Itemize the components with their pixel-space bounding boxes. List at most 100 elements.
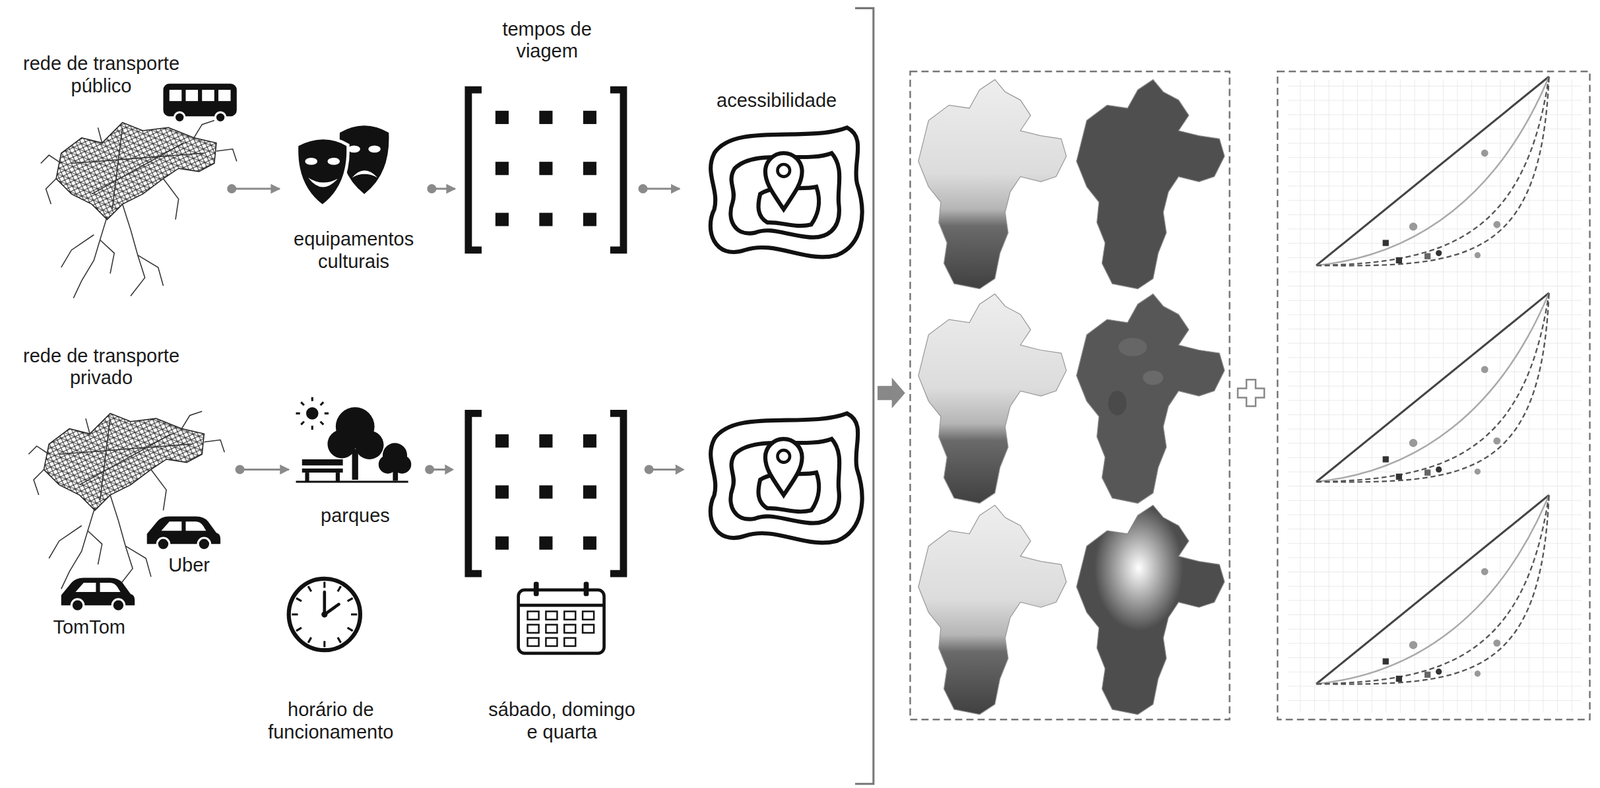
map-panel [1076,505,1225,715]
clock-icon [291,581,357,648]
icon-caption-group: sábado, domingo e quarta [483,571,639,743]
calendar-icon [564,624,576,633]
clock-icon [288,578,361,650]
icon-caption-group: tempos de viagem [457,18,637,256]
flow-arrow [444,464,454,475]
flow-arrow [431,188,455,191]
isochrone-icon [710,127,863,543]
theater-masks-icon [296,137,349,207]
node-label: equipamentos culturais [287,228,421,273]
bus-icon [162,83,237,123]
clock-icon [324,591,340,615]
icon-caption-group: equipamentos culturais [281,127,425,273]
map-panel [910,71,1230,720]
node-label: rede de transporte privado [9,345,193,390]
car-icon [61,516,221,612]
node-label: rede de transporte público [9,52,193,97]
map-panel [918,293,1067,503]
map-panel [910,71,1230,720]
vehicle-label: Uber [168,554,210,576]
chart-panel [1277,71,1590,720]
park-icon [352,449,359,480]
map-panel [918,79,1067,289]
isochrone-icon [710,127,863,257]
node-label: sábado, domingo e quarta [485,698,639,743]
park-icon [335,472,340,482]
result-arrow [877,377,906,408]
calendar-icon [545,638,557,646]
calendar-icon [518,589,605,654]
bus-icon [174,112,185,123]
bus-icon [201,89,215,101]
icon-caption-group: parques [290,395,419,527]
calendar-icon [518,603,605,608]
calendar-icon [564,610,576,619]
matrix-icon [468,413,624,574]
bus-icon [169,89,183,101]
calendar-icon [518,581,605,654]
flow-arrow [429,468,447,471]
calendar-icon [527,610,540,619]
chart-panel [1277,71,1590,720]
calendar-icon [533,581,540,597]
connector [426,184,455,194]
icon-caption-group: rede de transporte público [7,52,225,303]
calendar-icon [527,624,540,633]
node-label: horário de funcionamento [263,698,398,743]
map-panel [1142,370,1164,385]
plus-sign [1237,379,1265,406]
chart-panel [1316,494,1550,684]
node-label: acessibilidade [716,89,837,112]
calendar-icon [527,638,540,646]
park-icon [296,397,329,430]
result-arrow [877,377,906,408]
theater-masks-icon [347,145,361,153]
group-bracket [855,7,874,784]
park-icon [302,468,344,473]
flow-arrow [642,188,680,191]
bus-icon [185,89,198,101]
chart-panel [1316,292,1550,482]
theater-masks-icon [327,157,340,165]
map-panel [918,505,1067,715]
car-icon [147,516,221,551]
calendar-icon [527,610,595,646]
map-panel [1076,79,1225,289]
node-label: parques [320,504,390,527]
park-icon [306,407,319,420]
calendar-icon [583,581,590,597]
calendar-icon [545,624,557,633]
group-bracket [855,7,874,784]
calendar-icon [582,624,594,633]
flow-arrow [675,464,685,475]
park-icon [304,472,309,482]
connector [638,184,680,194]
icon-caption-group: horário de funcionamento [261,571,400,743]
flow-arrow [231,188,280,191]
bus-icon [162,83,237,117]
transport-network [28,411,225,589]
theater-masks-icon [368,145,381,153]
calendar-icon [582,610,594,619]
theater-masks-icon [296,125,390,206]
park-icon [327,429,356,458]
calendar-icon [564,638,576,646]
node-label: tempos de viagem [496,18,598,63]
theater-masks-icon [352,170,379,178]
flow-arrow [424,464,685,475]
clock-icon [288,578,361,650]
chart-panel [1287,79,1582,713]
theater-masks-icon [308,177,338,187]
flow-arrow [649,468,678,471]
park-icon [296,397,412,482]
map-panel [1108,390,1127,416]
park-icon [354,430,384,460]
isochrone-icon [710,413,863,543]
clock-icon [321,610,328,617]
icon-caption-group: acessibilidade [681,89,871,266]
flow-arrow [240,468,289,471]
transport-network [40,120,237,299]
map-panel [1076,293,1225,503]
